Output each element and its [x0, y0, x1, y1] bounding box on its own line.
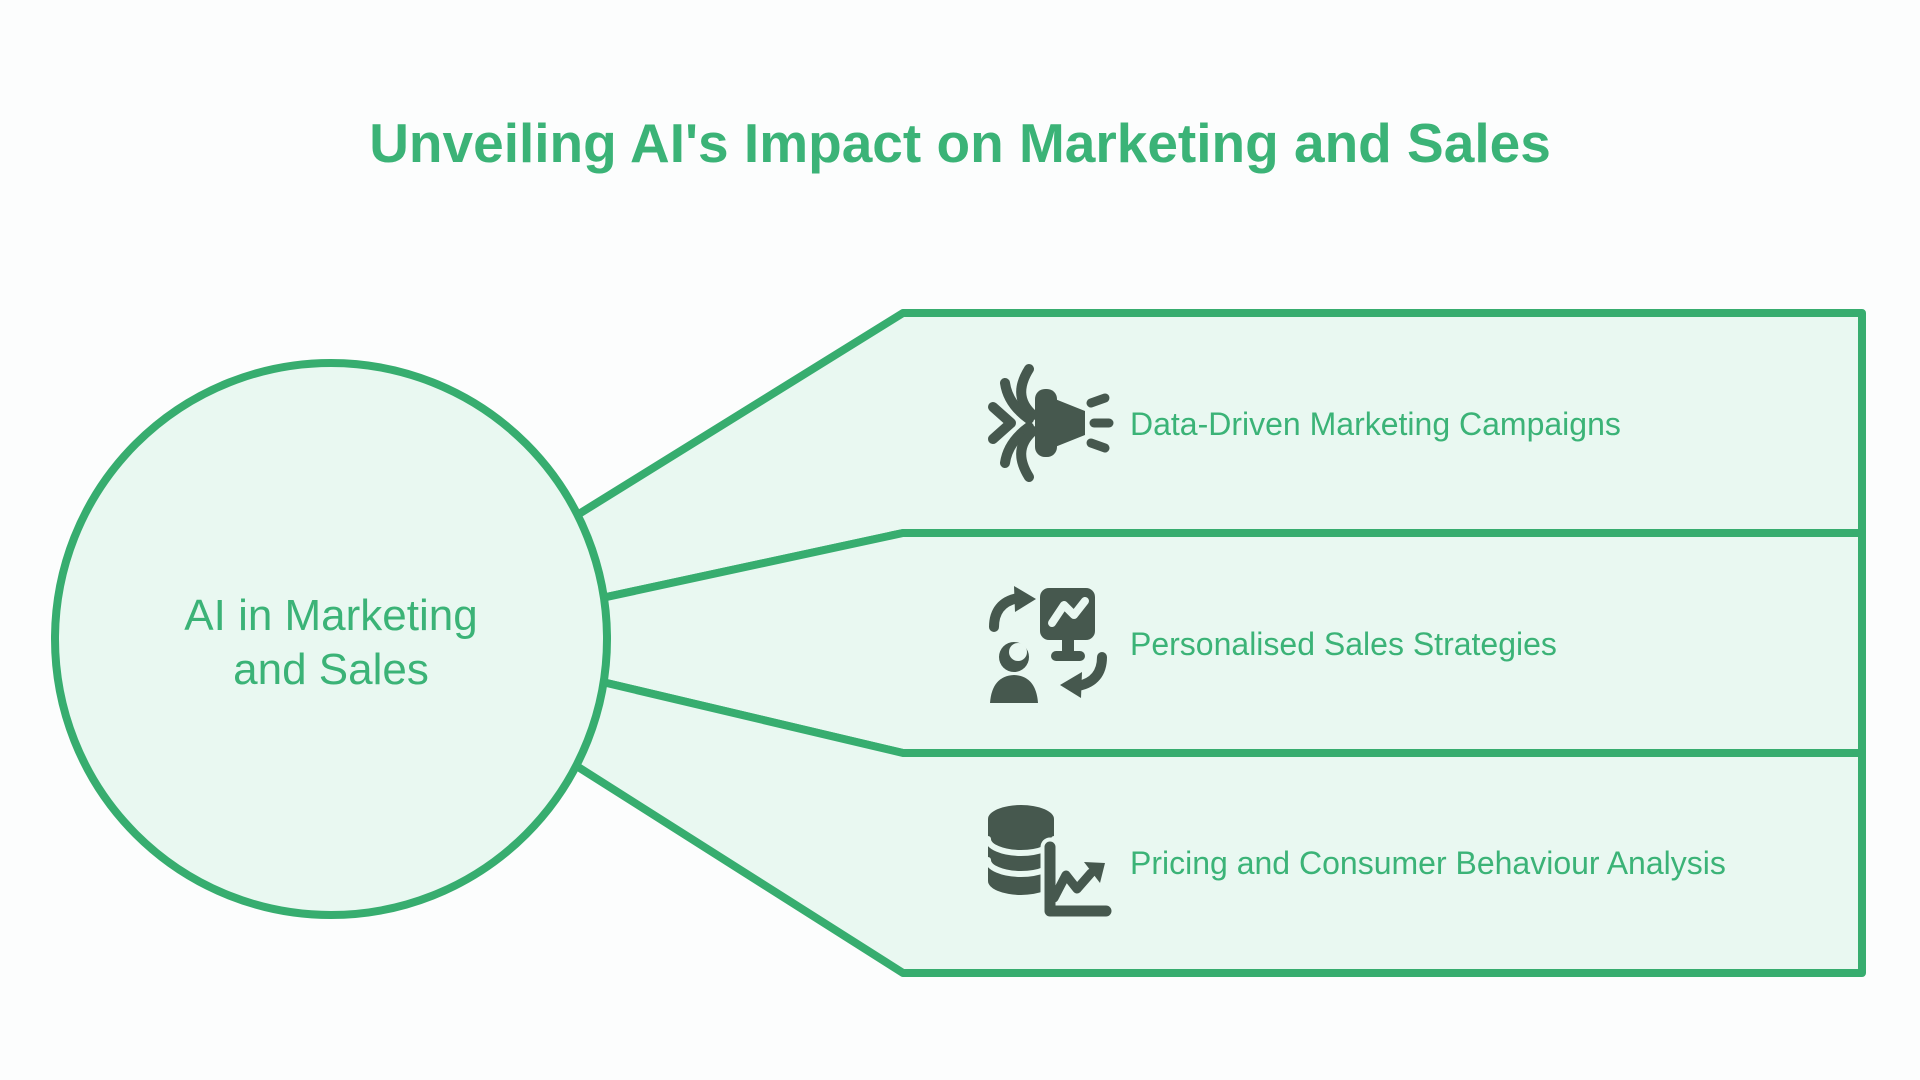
branch-label-2: Personalised Sales Strategies	[1130, 626, 1557, 662]
customer-analytics-exchange-icon	[989, 586, 1107, 703]
megaphone-streams-icon	[988, 364, 1114, 482]
database-trend-chart-icon	[985, 805, 1116, 921]
branch-label-3: Pricing and Consumer Behaviour Analysis	[1130, 845, 1726, 881]
page-title: Unveiling AI's Impact on Marketing and S…	[369, 112, 1551, 174]
branch-label-1: Data-Driven Marketing Campaigns	[1130, 406, 1621, 442]
hub-label-line2: and Sales	[233, 645, 429, 694]
hub-label-line1: AI in Marketing	[184, 591, 477, 640]
hub-circle	[51, 359, 611, 919]
